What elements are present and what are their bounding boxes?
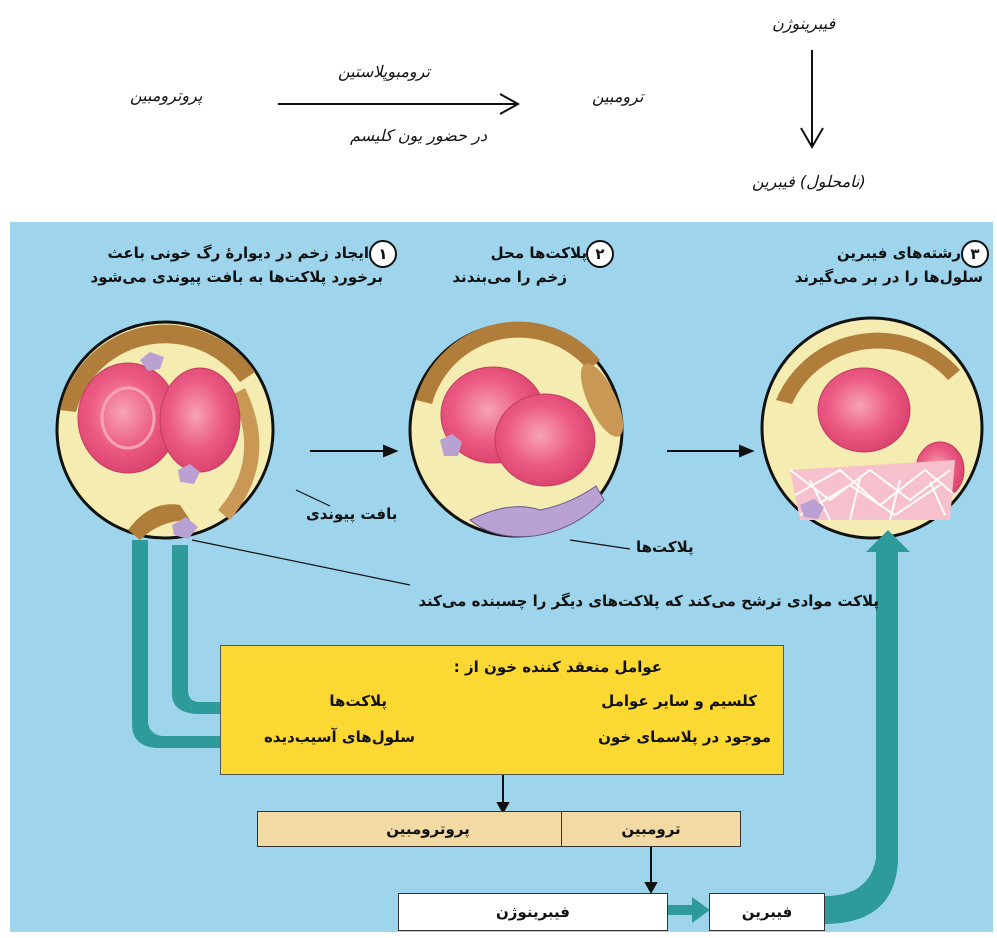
box-prothrombin: پروترومبین [257,811,599,847]
box-fibrinogen: فیبرینوژن [398,893,668,931]
step-3-caption-line1: رشته‌های فیبرین [837,244,961,262]
step-1-caption-line1: ایجاد زخم در دیوارهٔ رگ خونی باعث [107,244,369,262]
vessel-cross-section-3 [762,318,982,538]
arrow-right-icon [740,446,752,456]
step-2-caption-line1: پلاکت‌ها محل [491,244,587,262]
step-3-caption-line2: سلول‌ها را در بر می‌گیرند [795,268,983,286]
label-platelet-release: پلاکت موادی ترشح می‌کند که پلاکت‌های دیگ… [418,592,879,610]
factors-left-1: پلاکت‌ها [329,692,387,710]
box-thrombin: ترومبین [561,811,741,847]
factors-title: عوامل منعقد کننده خون از : [454,658,662,676]
step-1-caption-line2: برخورد پلاکت‌ها به بافت پیوندی می‌شود [91,268,384,286]
step-number-1: ۱ [375,245,391,263]
factors-right-2: موجود در پلاسمای خون [598,728,771,746]
label-connective-tissue: بافت پیوندی [306,505,397,523]
arrow-right-icon [384,446,396,456]
factors-left-2: سلول‌های آسیب‌دیده [264,728,415,746]
vessel-cross-section-2 [410,322,632,537]
step-number-2: ۲ [592,245,608,263]
factors-right-1: کلسیم و سایر عوامل [601,692,757,710]
label-platelets: پلاکت‌ها [636,538,694,556]
step-number-3: ۳ [967,245,983,263]
step-2-caption-line2: زخم را می‌بندند [452,268,567,286]
box-fibrin: فیبرین [709,893,825,931]
vessel-cross-section-1 [57,322,273,540]
